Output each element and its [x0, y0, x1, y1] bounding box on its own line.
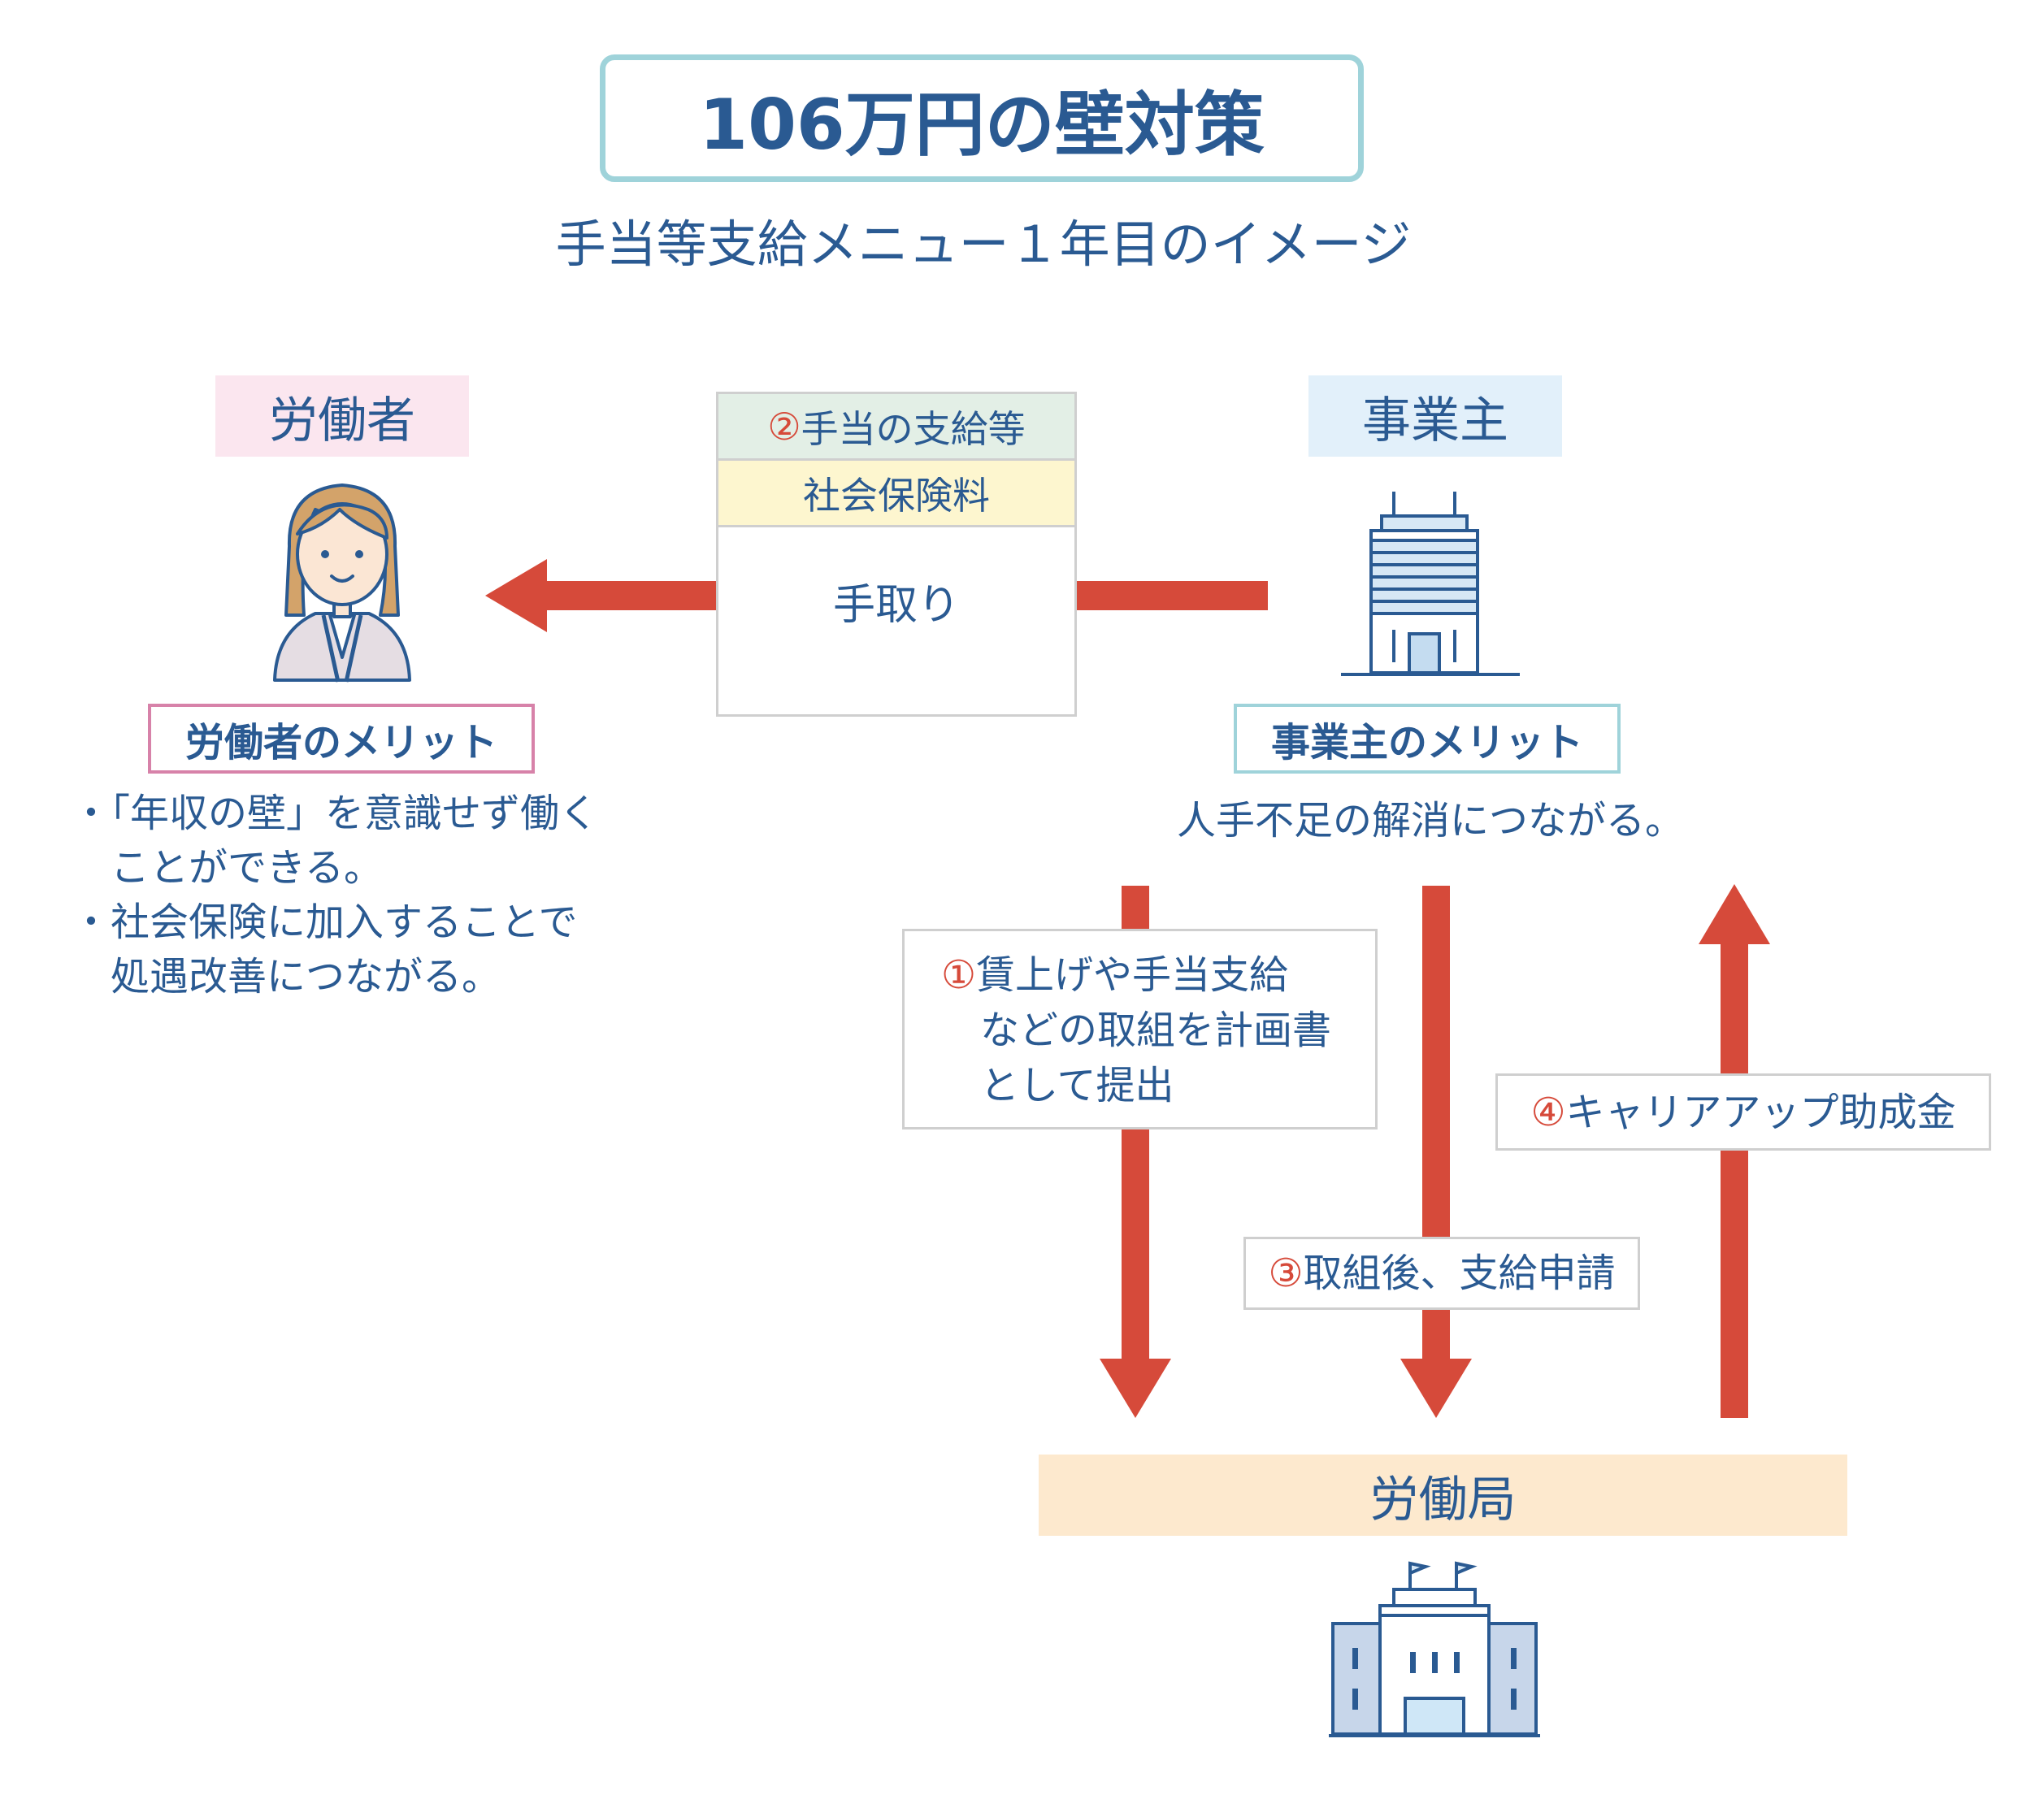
- labor-bureau-label: 労働局: [1039, 1455, 1847, 1536]
- step1-line-2: などの取組を計画書: [980, 1008, 1332, 1053]
- step3-label: 取組後、支給申請: [1303, 1251, 1616, 1296]
- worker-merit-line-1: ・「年収の壁」を意識せず働く: [72, 791, 599, 836]
- arrow-step4-up: [1699, 884, 1770, 1418]
- worker-merit-line-2: ことができる。: [72, 845, 384, 891]
- step1-line-3: として提出: [980, 1063, 1174, 1108]
- woman-office-worker-icon: [273, 483, 411, 683]
- step1-box: ①賃上げや手当支給 などの取組を計画書 として提出: [902, 929, 1378, 1129]
- page-title: 106万円の壁対策: [699, 85, 1265, 166]
- employer-label: 事業主: [1308, 375, 1562, 457]
- subtitle: 手当等支給メニュー１年目のイメージ: [555, 215, 1412, 274]
- government-building-icon: [1329, 1561, 1540, 1737]
- worker-label: 労働者: [215, 375, 469, 457]
- payment-insurance: 社会保険料: [718, 461, 1074, 527]
- step1-number: ①: [941, 952, 977, 998]
- step4-label: キャリアアップ助成金: [1565, 1089, 1956, 1135]
- arrow-employer-to-worker: [485, 559, 1268, 632]
- allowance-number: ②: [767, 404, 801, 449]
- arrow-step3-down: [1400, 886, 1472, 1418]
- allowance-label: 手当の支給等: [801, 406, 1026, 451]
- employer-merit-title: 事業主のメリット: [1234, 704, 1621, 774]
- worker-merit-line-4: 処遇改善につながる。: [72, 954, 501, 999]
- step3-number: ③: [1268, 1251, 1304, 1296]
- title-box: 106万円の壁対策: [600, 54, 1364, 182]
- worker-merit-title: 労働者のメリット: [148, 704, 535, 774]
- office-building-icon: [1341, 492, 1520, 676]
- worker-merit-line-3: ・社会保険に加入することで: [72, 900, 578, 945]
- employer-merit-text: 人手不足の解消につながる。: [1176, 797, 1684, 843]
- step4-number: ④: [1530, 1089, 1566, 1135]
- payment-take-home: 手取り: [832, 580, 960, 630]
- step1-line-1: ①賃上げや手当支給: [941, 952, 1289, 998]
